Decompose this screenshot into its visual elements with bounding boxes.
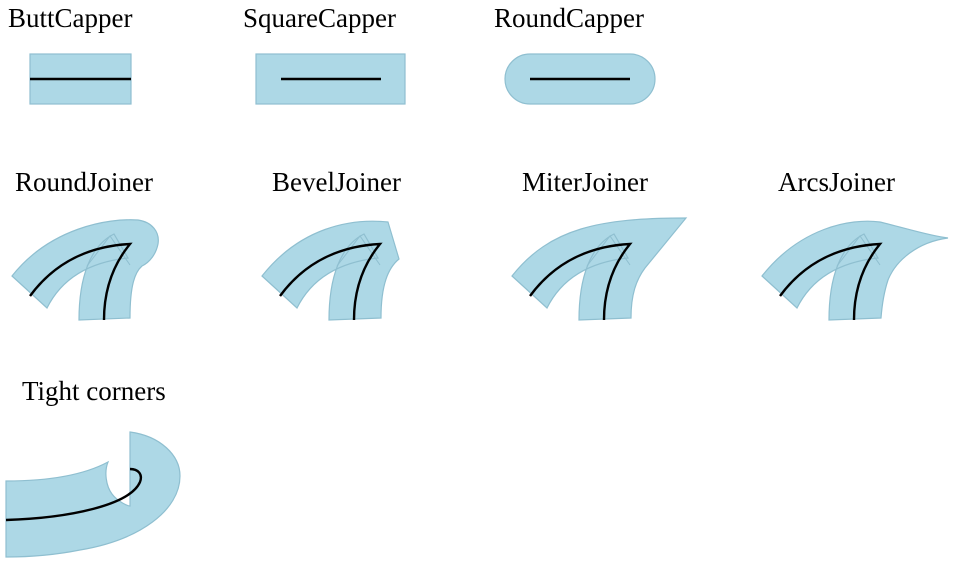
bevel-joiner-ghost	[336, 235, 381, 267]
bevel-joiner-label: BevelJoiner	[272, 167, 401, 197]
miter-joiner-label: MiterJoiner	[522, 167, 648, 197]
round-joiner-path	[29, 242, 133, 321]
round-joiner-ghost	[86, 235, 131, 267]
round-joiner-diagram	[11, 219, 159, 321]
tight-corners-label: Tight corners	[22, 376, 166, 406]
square-capper-diagram	[255, 53, 406, 105]
arcs-joiner-diagram	[761, 220, 949, 321]
bevel-joiner-stroke	[261, 220, 400, 321]
bevel-joiner-path	[279, 242, 383, 321]
bevel-joiner-diagram	[261, 220, 400, 321]
tight-corners-stroke	[5, 431, 181, 558]
butt-capper-label: ButtCapper	[8, 3, 133, 33]
round-capper-label: RoundCapper	[494, 3, 644, 33]
square-capper-label: SquareCapper	[243, 3, 396, 33]
tight-corners-path	[5, 467, 143, 522]
butt-capper-diagram	[29, 53, 132, 105]
arcs-joiner-ghost	[836, 235, 881, 267]
miter-joiner-stroke	[511, 217, 688, 321]
round-joiner-label: RoundJoiner	[15, 167, 153, 197]
arcs-joiner-label: ArcsJoiner	[778, 167, 895, 197]
arcs-joiner-stroke	[761, 220, 949, 321]
tight-corners-diagram	[5, 431, 181, 558]
miter-joiner-ghost	[586, 235, 631, 267]
round-joiner-stroke	[11, 219, 159, 321]
miter-joiner-path	[529, 242, 633, 321]
arcs-joiner-path	[779, 242, 883, 321]
miter-joiner-diagram	[511, 217, 688, 321]
round-capper-diagram	[504, 53, 656, 105]
